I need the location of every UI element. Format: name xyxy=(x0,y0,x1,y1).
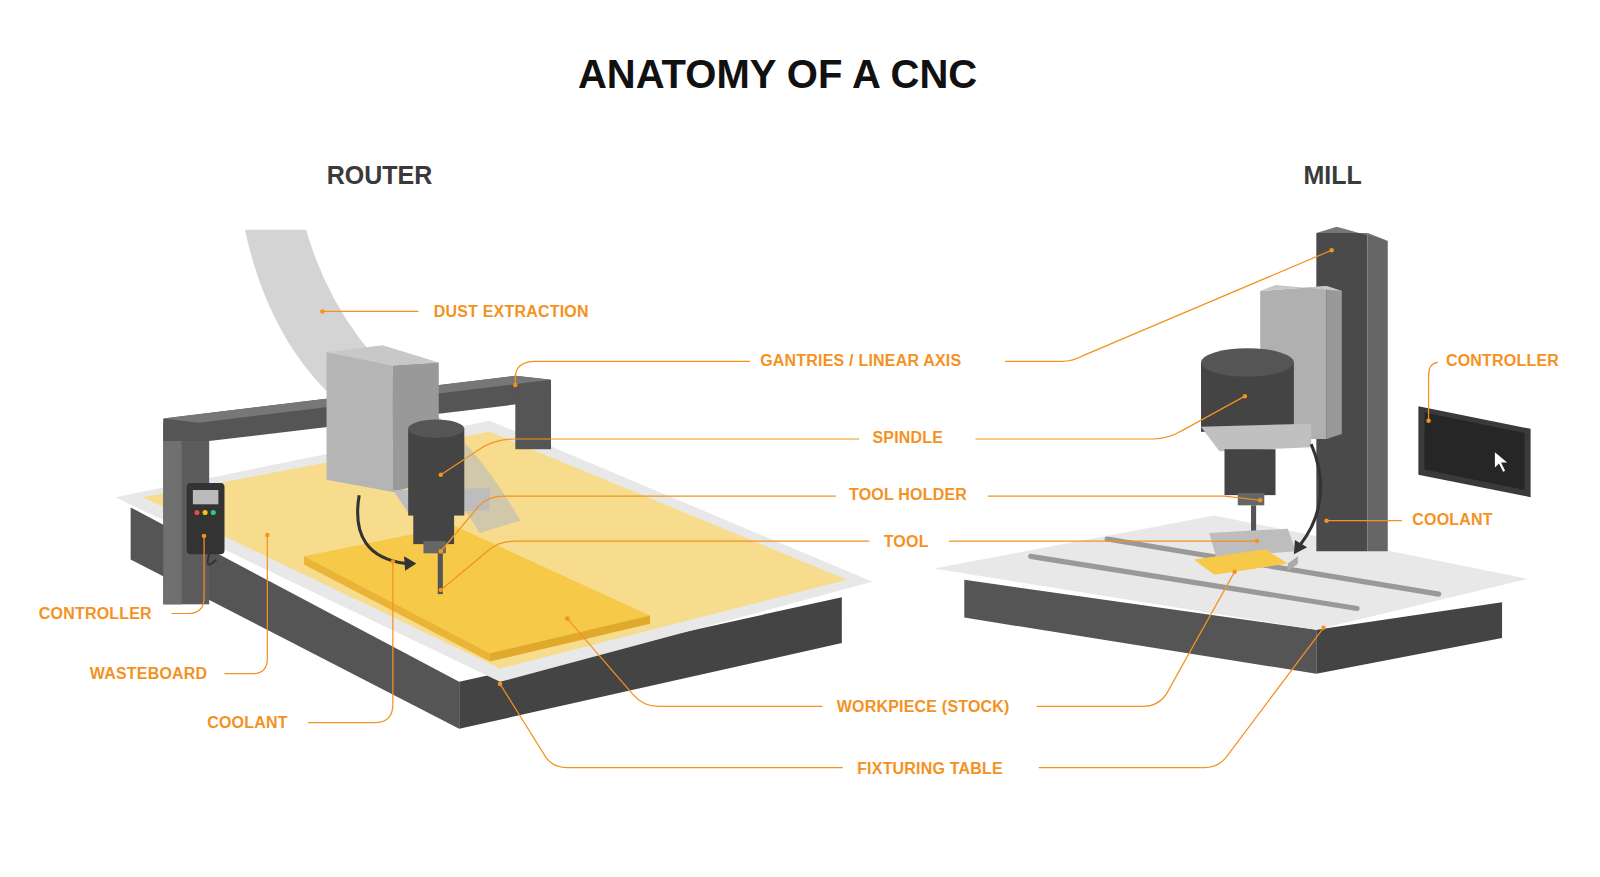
router-illustration xyxy=(115,230,872,729)
part-label: WORKPIECE (STOCK) xyxy=(837,698,1010,716)
part-label: COOLANT xyxy=(207,714,288,732)
part-label: COOLANT xyxy=(1412,511,1493,529)
part-label: DUST EXTRACTION xyxy=(434,304,589,322)
mill-illustration xyxy=(934,227,1531,674)
part-label: CONTROLLER xyxy=(39,605,152,623)
part-label: WASTEBOARD xyxy=(90,665,208,683)
part-label: GANTRIES / LINEAR AXIS xyxy=(760,353,961,371)
diagram-title: ANATOMY OF A CNC xyxy=(578,52,977,96)
part-label: CONTROLLER xyxy=(1446,353,1559,371)
section-heading: ROUTER xyxy=(327,162,433,190)
part-label: SPINDLE xyxy=(872,429,943,447)
part-label: FIXTURING TABLE xyxy=(857,760,1003,778)
part-label: TOOL xyxy=(884,533,929,551)
part-label: TOOL HOLDER xyxy=(849,486,967,504)
section-heading: MILL xyxy=(1303,162,1361,190)
leader-dots xyxy=(202,248,1431,686)
leader-lines xyxy=(171,250,1437,767)
